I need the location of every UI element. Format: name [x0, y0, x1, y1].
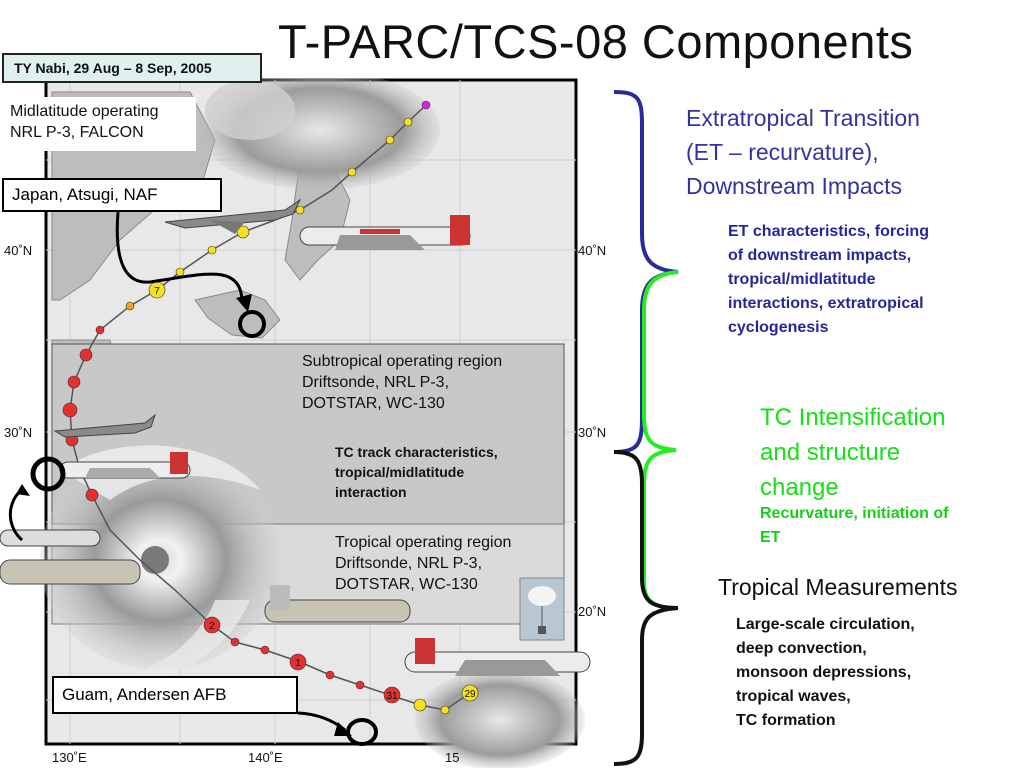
subtropical-note3: interaction: [335, 484, 407, 500]
lon-label-140e: 140˚E: [248, 750, 283, 765]
tc-brace: [642, 270, 679, 610]
lat-label-30n-right: 30˚N: [578, 425, 607, 440]
guam-base-label: Guam, Andersen AFB: [52, 676, 298, 714]
track-label: 1: [295, 658, 301, 669]
balloon-icon: [519, 577, 565, 641]
aircraft-icon: [0, 529, 141, 585]
lon-label-130e: 130˚E: [52, 750, 87, 765]
tropical-region-line2: Driftsonde, NRL P-3,: [335, 555, 483, 572]
tc-heading-line3: change: [760, 474, 839, 501]
et-detail-line2: of downstream impacts,: [728, 247, 912, 264]
tc-heading: TC Intensification and structure change: [760, 400, 945, 505]
tropical-region-line3: DOTSTAR, WC-130: [335, 576, 478, 593]
et-heading-line2: (ET – recurvature),: [686, 139, 879, 165]
lon-label-150e: 15: [445, 750, 460, 765]
tm-detail-line5: TC formation: [736, 712, 836, 729]
tropical-region-line1: Tropical operating region: [335, 534, 512, 551]
midlat-line1: Midlatitude operating: [10, 103, 159, 120]
tc-heading-line2: and structure: [760, 439, 901, 466]
tropical-measurements-heading: Tropical Measurements: [718, 574, 958, 600]
midlat-label-box: Midlatitude operating NRL P-3, FALCON: [0, 97, 196, 151]
tm-detail-line2: deep convection,: [736, 640, 867, 657]
et-detail-line5: cyclogenesis: [728, 319, 829, 336]
subtropical-note2: tropical/midlatitude: [335, 464, 465, 480]
et-heading-line3: Downstream Impacts: [686, 173, 903, 199]
aircraft-icon: [59, 452, 191, 479]
tm-detail-line1: Large-scale circulation,: [736, 616, 915, 633]
midlat-line2: NRL P-3, FALCON: [10, 124, 144, 141]
lat-label-40n-right: 40˚N: [578, 243, 607, 258]
tc-detail: Recurvature, initiation of ET: [760, 502, 948, 550]
lat-label-40n-left: 40˚N: [4, 243, 33, 258]
et-detail-line1: ET characteristics, forcing: [728, 223, 929, 240]
aircraft-icon: [404, 638, 591, 676]
lat-label-20n-right: 20˚N: [578, 604, 607, 619]
et-heading-line1: Extratropical Transition: [686, 105, 920, 131]
subtropical-line2: Driftsonde, NRL P-3,: [302, 374, 450, 391]
et-heading: Extratropical Transition (ET – recurvatu…: [686, 101, 920, 203]
typhoon-date-box: TY Nabi, 29 Aug – 8 Sep, 2005: [2, 53, 262, 83]
et-detail-line4: interactions, extratropical: [728, 295, 924, 312]
tropical-brace: [613, 450, 679, 766]
tc-heading-line1: TC Intensification: [760, 404, 946, 431]
subtropical-note1: TC track characteristics,: [335, 444, 498, 460]
et-detail-line3: tropical/midlatitude: [728, 271, 876, 288]
brace-group: [613, 90, 679, 766]
typhoon-track-map: 7 2 1 31 29: [0, 78, 591, 768]
subtropical-line3: DOTSTAR, WC-130: [302, 395, 445, 412]
aircraft-icon: [53, 413, 157, 438]
track-label: 2: [209, 621, 215, 632]
subtropical-line1: Subtropical operating region: [302, 353, 503, 370]
tc-detail-line1: Recurvature, initiation of: [760, 505, 949, 522]
tropical-measurements-detail: Large-scale circulation, deep convection…: [736, 613, 915, 733]
japan-base-label: Japan, Atsugi, NAF: [2, 178, 222, 212]
tm-detail-line4: tropical waves,: [736, 688, 851, 705]
lat-label-30n-left: 30˚N: [4, 425, 33, 440]
track-label: 7: [154, 286, 160, 297]
track-label: 31: [386, 691, 398, 702]
aircraft-icon: [299, 215, 471, 250]
aircraft-icon: [264, 585, 411, 623]
et-detail: ET characteristics, forcing of downstrea…: [728, 220, 929, 340]
tc-detail-line2: ET: [760, 529, 781, 546]
tm-detail-line3: monsoon depressions,: [736, 664, 912, 681]
track-label: 29: [464, 689, 476, 700]
aircraft-icon: [164, 198, 302, 234]
slide-title: T-PARC/TCS-08 Components: [278, 15, 914, 68]
